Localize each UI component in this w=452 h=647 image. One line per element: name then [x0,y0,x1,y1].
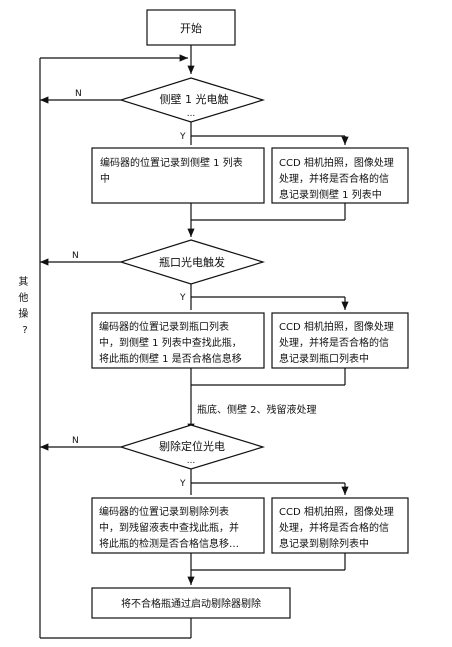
decision-reject-tail: ... [187,456,196,466]
process3-right-line: 处理，并将是否合格的信 [279,521,389,534]
svg-text:CCD 相机拍照，图像处理处理，并将是否合格的信息记录到侧壁: CCD 相机拍照，图像处理处理，并将是否合格的信息记录到侧壁 1 列表中 [279,156,394,201]
final-reject-box [91,587,291,619]
process3-right-line: CCD 相机拍照，图像处理 [279,505,394,518]
process3-left-line: 将此瓶的检测是否合格信息移… [99,537,239,550]
process3-left-line: 中，到残留液表中查找此瓶，并 [99,521,239,534]
process1-right-box [271,147,409,204]
process3-right-box [271,497,409,554]
decision-sidewall1-label: 侧壁 1 光电触 [160,92,229,106]
decision1-no-label: N [75,89,82,99]
process1-right-line: 处理，并将是否合格的信 [279,172,389,185]
process1-left-box [91,147,265,204]
start-box [146,9,236,46]
process2-left-box [91,312,265,369]
decision-bottleneck-label: 瓶口光电触发 [159,255,225,269]
svg-text:CCD 相机拍照，图像处理处理，并将是否合格的信息记录到剔除: CCD 相机拍照，图像处理处理，并将是否合格的信息记录到剔除列表中 [279,505,394,550]
side-label-char: 他 [18,291,28,304]
process1-right-line: CCD 相机拍照，图像处理 [279,156,394,169]
process1-right-line: 息记录到侧壁 1 列表中 [279,188,382,201]
process3-left-line: 编码器的位置记录到剔除列表 [99,505,229,518]
decision2-yes-label: Y [179,293,186,303]
process3-left-box [91,497,265,554]
process2-right-box [271,312,409,369]
side-label-char: ? [22,325,27,336]
process2-right-line: 处理，并将是否合格的信 [279,336,389,349]
svg-text:其 他 操 ?: 其 他 操 ? [18,276,31,336]
decision3-yes-label: Y [179,479,186,489]
svg-text:编码器的位置记录到瓶口列表中，到侧壁 1 列表中查找此瓶，将: 编码器的位置记录到瓶口列表中，到侧壁 1 列表中查找此瓶， 将此瓶的侧壁 1 是否… [99,320,242,365]
process2-right-line: CCD 相机拍照，图像处理 [279,320,394,333]
svg-text:编码器的位置记录到侧壁 1 列表中: 编码器的位置记录到侧壁 1 列表中 [100,156,243,185]
decision-reject-label: 剔除定位光电 [159,439,225,453]
process2-right-line: 息记录到瓶口列表中 [279,352,369,365]
decision1-yes-label: Y [179,132,186,142]
process2-left-line: 编码器的位置记录到瓶口列表 [99,320,229,333]
side-label-char: 操 [18,307,28,320]
process1-left-line: 编码器的位置记录到侧壁 1 列表 [100,156,243,169]
process3-right-line: 息记录到剔除列表中 [279,537,369,550]
process2-left-line: 中，到侧壁 1 列表中查找此瓶， [99,336,242,349]
process1-left-line: 中 [100,172,110,185]
decision-sidewall1-tail: ... [187,109,196,119]
svg-text:编码器的位置记录到剔除列表中，到残留液表中查找此瓶，并将此瓶: 编码器的位置记录到剔除列表中，到残留液表中查找此瓶，并将此瓶的检测是否合格信息移… [99,505,239,550]
decision2-no-label: N [72,251,79,261]
process2-left-line: 将此瓶的侧壁 1 是否合格信息移 [99,352,242,365]
side-label-char: 其 [18,276,28,288]
start-label: 开始 [180,21,202,35]
middle-note: 瓶底、侧壁 2、残留液处理 [197,403,317,416]
final-reject-label: 将不合格瓶通过启动剔除器剔除 [121,597,261,610]
svg-text:CCD 相机拍照，图像处理处理，并将是否合格的信息记录到瓶口: CCD 相机拍照，图像处理处理，并将是否合格的信息记录到瓶口列表中 [279,320,394,365]
decision3-no-label: N [72,436,79,446]
